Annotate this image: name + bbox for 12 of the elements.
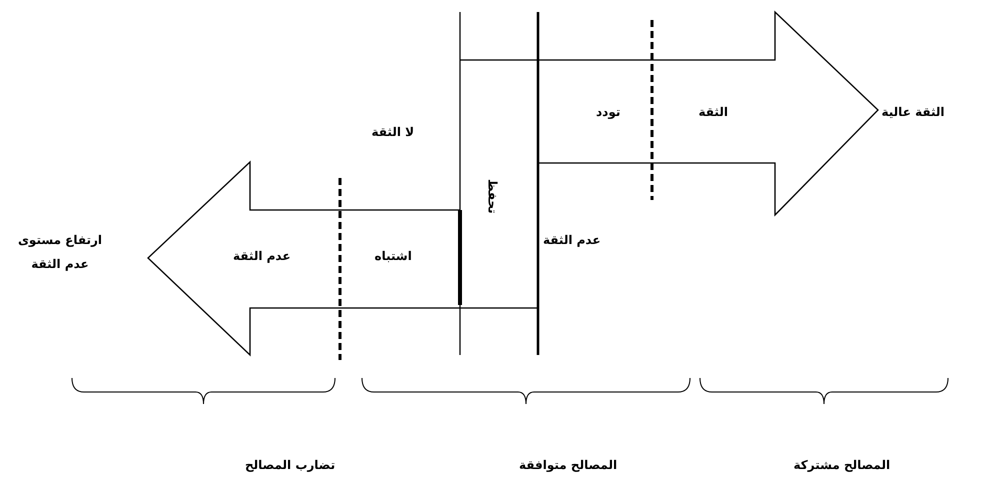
label: تضارب المصالح bbox=[245, 458, 336, 472]
vertical-label: تحفظ bbox=[485, 178, 500, 214]
label: ارتفاع مستوى عدم الثقة bbox=[16, 232, 104, 273]
label: عدم الثقة bbox=[543, 233, 601, 248]
arrow-label: اشتباه bbox=[374, 249, 412, 264]
arrow-label: تودد bbox=[596, 105, 620, 120]
label: الثقة عالية bbox=[882, 105, 944, 120]
arrow-label: الثقة bbox=[698, 105, 728, 120]
label: لا الثقة bbox=[372, 125, 414, 140]
arrow-label: عدم الثقة bbox=[233, 249, 291, 264]
label: المصالح مشتركة bbox=[794, 458, 890, 472]
label: المصالح متوافقة bbox=[519, 458, 618, 472]
